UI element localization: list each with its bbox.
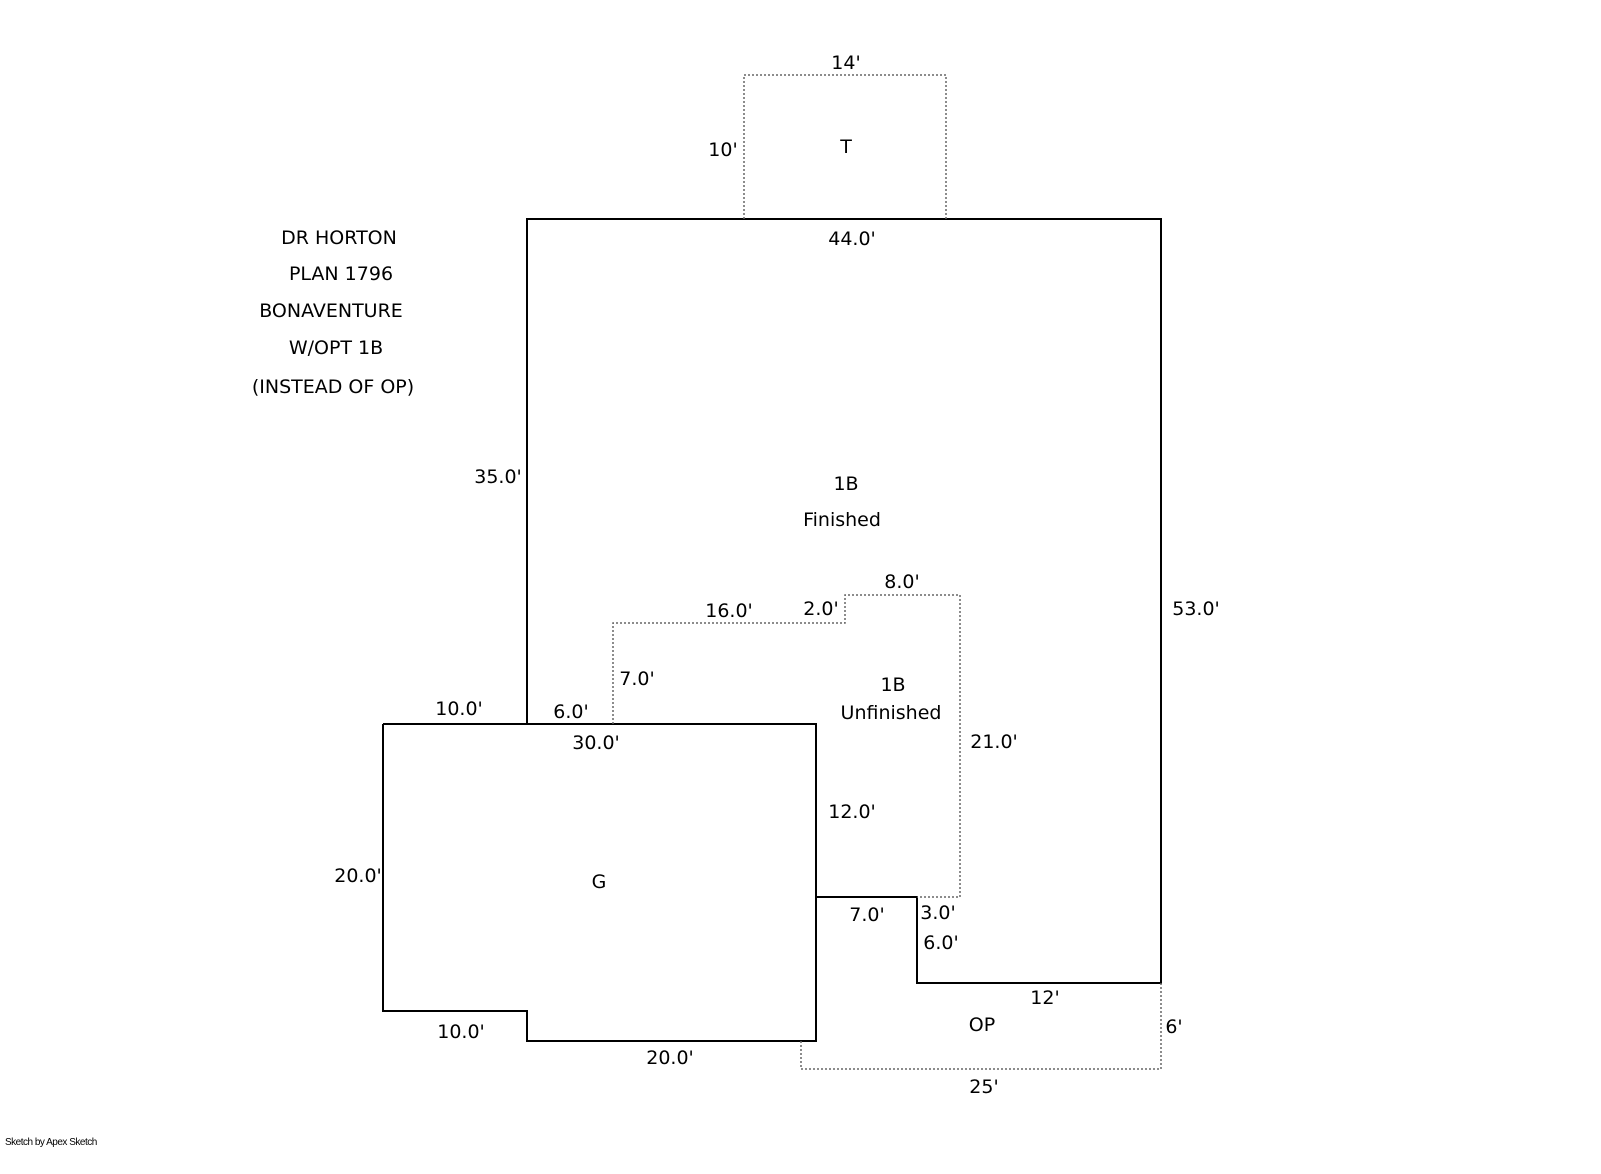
- dim-label: 6.0': [923, 932, 959, 954]
- area-label-1b: 1B: [833, 473, 859, 495]
- dim-label: 10.0': [435, 698, 483, 720]
- dim-label: 7.0': [619, 668, 655, 690]
- main-outline: [526, 218, 1162, 984]
- dotted-areas: [612, 74, 1162, 1070]
- dim-label: 16.0': [705, 600, 753, 622]
- note-line: (INSTEAD OF OP): [251, 376, 415, 398]
- dim-label: 3.0': [920, 902, 956, 924]
- dim-label: 20.0': [334, 865, 382, 887]
- area-label-finished: Finished: [803, 509, 881, 531]
- dim-label: 10.0': [437, 1021, 485, 1043]
- area-label-1b-unfinished: 1B: [880, 674, 906, 696]
- dim-label: 35.0': [474, 466, 522, 488]
- footer-credit: Sketch by Apex Sketch: [5, 1137, 97, 1148]
- garage-outline: [382, 723, 817, 1042]
- dim-label: 10': [708, 139, 738, 161]
- dim-label: 8.0': [884, 571, 920, 593]
- solid-walls: [382, 218, 1162, 1042]
- note-line: PLAN 1796: [288, 263, 394, 285]
- dim-label: 30.0': [572, 732, 620, 754]
- dim-label: 21.0': [970, 731, 1018, 753]
- note-line: W/OPT 1B: [288, 337, 384, 359]
- dim-label: 12.0': [828, 801, 876, 823]
- dim-label: 53.0': [1172, 598, 1220, 620]
- note-line: DR HORTON: [281, 227, 397, 249]
- terrace-outline: [743, 74, 947, 219]
- dim-label: 6': [1165, 1016, 1183, 1038]
- note-line: BONAVENTURE: [259, 300, 403, 322]
- dim-label: 2.0': [803, 598, 839, 620]
- dim-label: 12': [1030, 987, 1060, 1009]
- dim-label: 25': [969, 1076, 999, 1098]
- dim-label: 20.0': [646, 1047, 694, 1069]
- area-label-t: T: [840, 136, 852, 158]
- dim-label: 14': [831, 52, 861, 74]
- dim-label: 44.0': [828, 228, 876, 250]
- dim-label: 6.0': [553, 701, 589, 723]
- unfinished-outline: [612, 594, 961, 898]
- op-outline: [800, 983, 1162, 1070]
- area-label-op: OP: [968, 1014, 996, 1036]
- dim-label: 7.0': [849, 904, 885, 926]
- area-label-garage: G: [591, 871, 607, 893]
- area-label-unfinished: Unfinished: [840, 702, 942, 724]
